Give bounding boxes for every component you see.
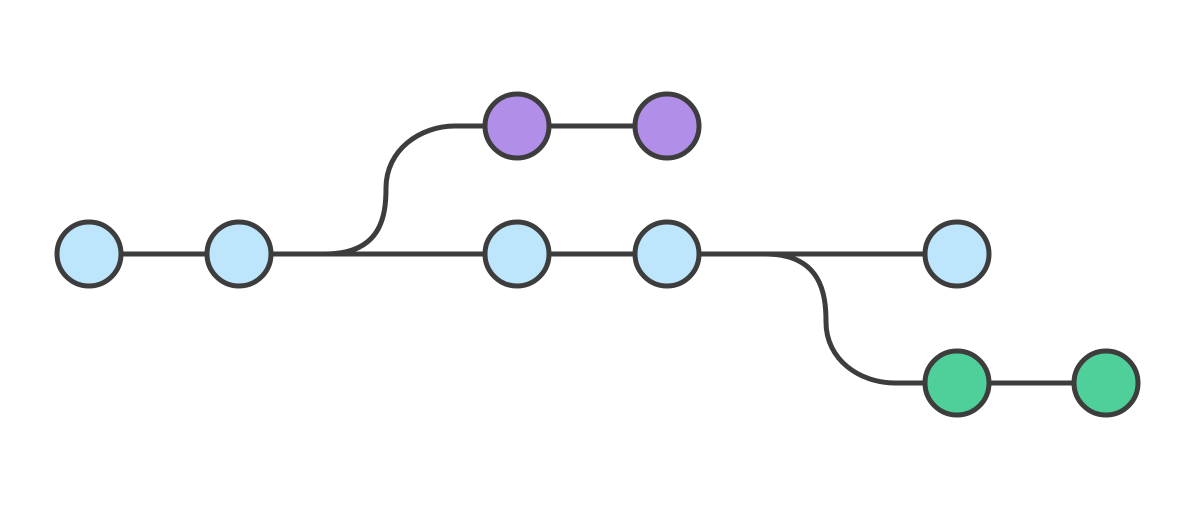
purple-branch-curve: [322, 123, 520, 257]
green-commit-1: [922, 348, 992, 418]
main-commit-1: [54, 219, 124, 289]
main-commit-2: [204, 219, 274, 289]
main-commit-4: [632, 219, 702, 289]
main-branch-commits: [54, 219, 992, 289]
purple-commit-1: [482, 91, 552, 161]
main-commit-5: [922, 219, 992, 289]
purple-branch-commits: [482, 91, 702, 161]
green-branch-curve: [762, 251, 960, 386]
green-commit-2: [1071, 348, 1141, 418]
green-branch-commits: [922, 348, 1141, 418]
purple-commit-2: [632, 91, 702, 161]
main-commit-3: [482, 219, 552, 289]
